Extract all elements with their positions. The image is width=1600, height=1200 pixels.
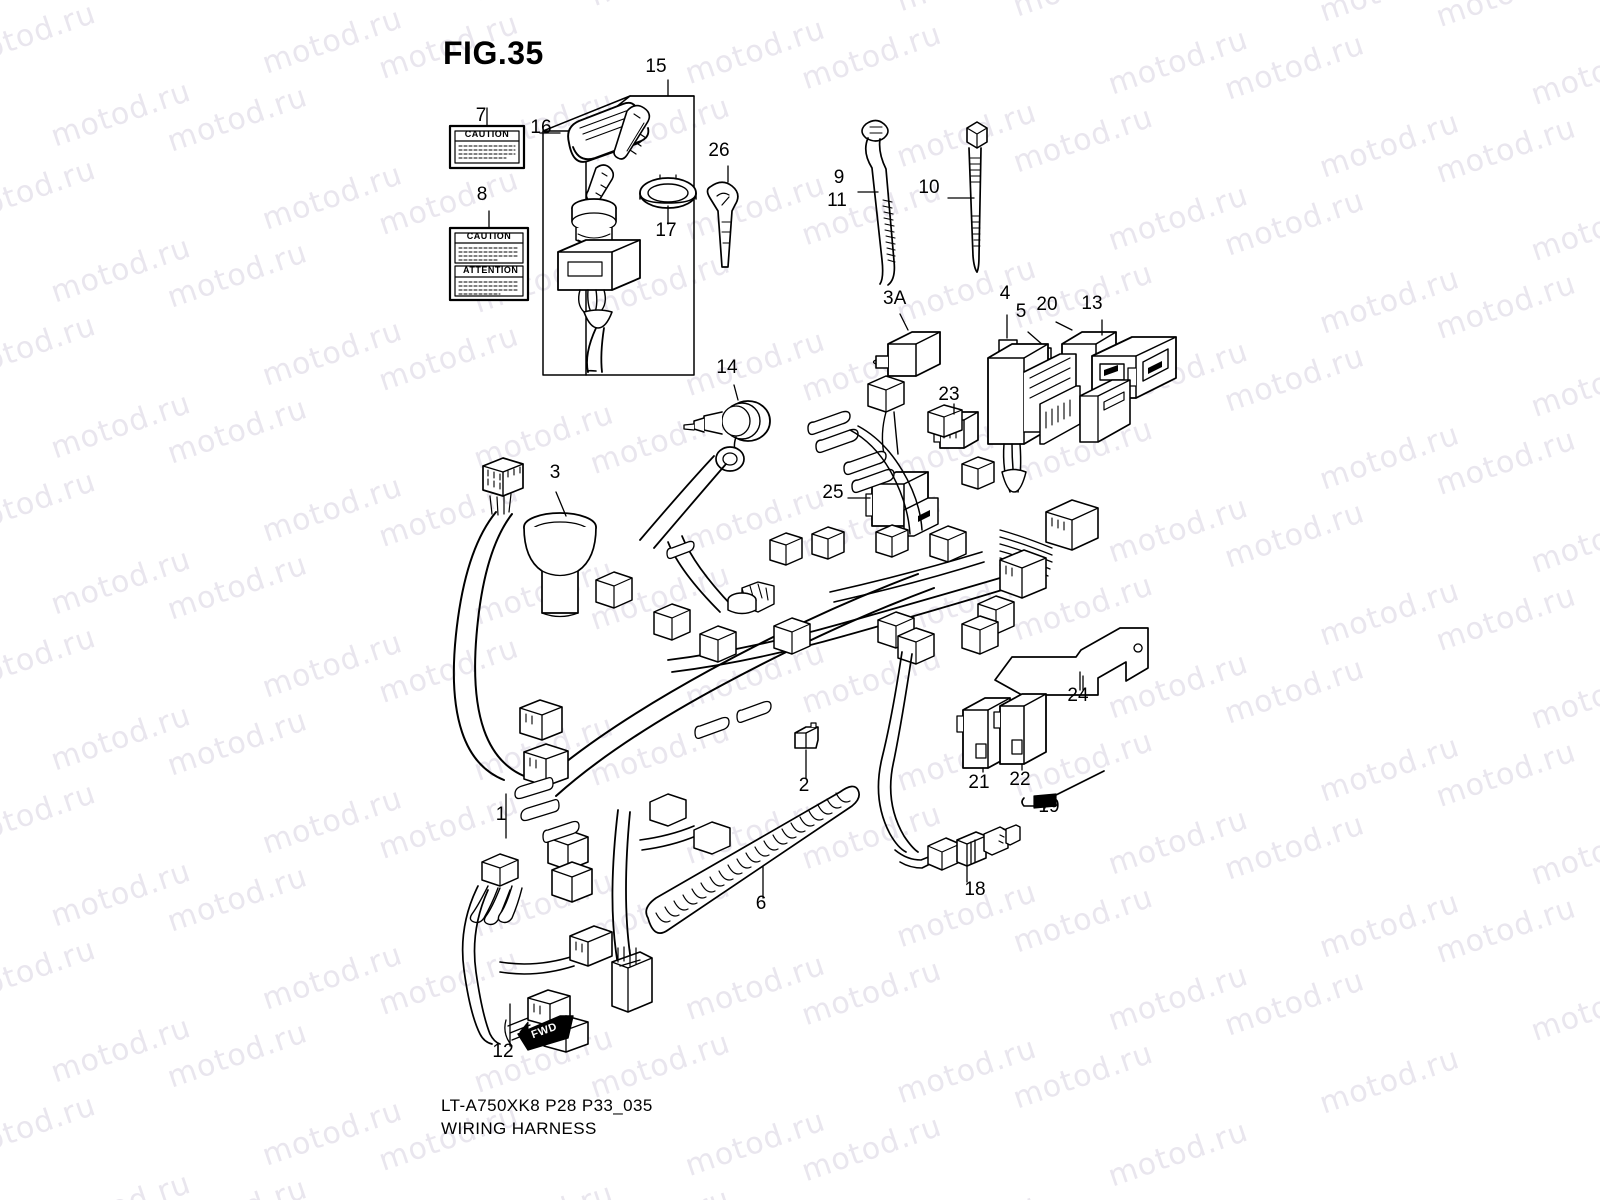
callout-leaders [505, 403, 1084, 1047]
main-harness-1 [452, 375, 1099, 1013]
callout-number-5: 5 [1015, 301, 1027, 322]
harness-connector [519, 699, 563, 741]
harness-connector [867, 375, 905, 455]
callout-number-14: 14 [716, 357, 738, 378]
harness-connector [811, 526, 845, 560]
callout-number-17: 17 [655, 220, 677, 241]
harness-connector [551, 861, 593, 903]
callout-number-2: 2 [798, 775, 810, 796]
attention-label-8-text: ATTENTION [463, 265, 519, 275]
spare-key-26 [706, 165, 739, 268]
callout-number-23: 23 [938, 384, 960, 405]
switch-block-3A [872, 313, 941, 377]
caution-label-8-text: CAUTION [466, 231, 512, 241]
harness-connector [523, 743, 569, 787]
callout-number-11: 11 [827, 190, 847, 211]
callout-number-22: 22 [1009, 769, 1031, 790]
callout-number-9: 9 [833, 167, 845, 188]
harness-connector [773, 617, 811, 655]
relay-connector-22 [993, 693, 1047, 771]
harness-connector [929, 525, 967, 563]
relay-unit-25 [847, 471, 939, 537]
callout-number-26: 26 [708, 140, 730, 161]
harness-connector [875, 524, 909, 558]
callout-number-1: 1 [495, 804, 507, 825]
harness-connector-round [727, 592, 757, 615]
harness-connector [927, 404, 963, 438]
bracket-stay-24 [994, 627, 1149, 696]
harness-connector [961, 615, 999, 655]
callout-number-15: 15 [645, 56, 667, 77]
cable-tie-10 [947, 121, 988, 273]
callout-number-19: 19 [1038, 796, 1060, 817]
harness-connector [897, 627, 935, 665]
callout-number-4: 4 [999, 283, 1011, 304]
callout-number-24: 24 [1067, 685, 1089, 706]
callout-number-16: 16 [530, 117, 552, 138]
footer-part-code: LT-A750XK8 P28 P33_035 [441, 1096, 653, 1115]
harness-connector [961, 456, 995, 490]
caution-label-8 [448, 210, 530, 302]
callout-number-10: 10 [918, 177, 940, 198]
figure-title: FIG.35 [443, 35, 544, 71]
callout-number-3a: 3A [883, 288, 907, 309]
harness-connector [699, 625, 737, 663]
ignition-switch-body [557, 164, 641, 373]
cable-tie-9-11 [857, 119, 896, 286]
footer-assembly-name: WIRING HARNESS [441, 1119, 597, 1138]
fwd-marker [517, 1015, 574, 1051]
callout-number-13: 13 [1081, 293, 1103, 314]
terminal-pin-19 [1021, 770, 1105, 809]
callout-number-25: 25 [822, 482, 844, 503]
caution-label-7 [448, 107, 526, 170]
callout-number-3: 3 [549, 462, 561, 483]
key-on-cap [613, 104, 651, 160]
callout-number-20: 20 [1036, 294, 1058, 315]
callout-number-6: 6 [755, 893, 767, 914]
callout-number-8: 8 [476, 184, 488, 205]
power-outlet-14 [683, 384, 771, 472]
harness-connector [769, 532, 803, 566]
callout-number-7: 7 [475, 105, 487, 126]
callout-number-21: 21 [968, 772, 990, 793]
caution-label-7-text: CAUTION [464, 129, 510, 139]
harness-connector [595, 571, 633, 609]
harness-connector [653, 603, 691, 641]
ignition-switch-assembly-15 [539, 79, 697, 376]
grommet-3 [523, 491, 597, 618]
fuse-box-assembly [987, 343, 1131, 493]
callout-number-18: 18 [964, 879, 986, 900]
spark-plug-cap-18 [894, 824, 1021, 883]
callout-number-12: 12 [492, 1041, 514, 1062]
spiral-tube-6 [645, 785, 860, 934]
lock-ring-17 [639, 174, 697, 225]
small-connector-2 [794, 722, 819, 779]
